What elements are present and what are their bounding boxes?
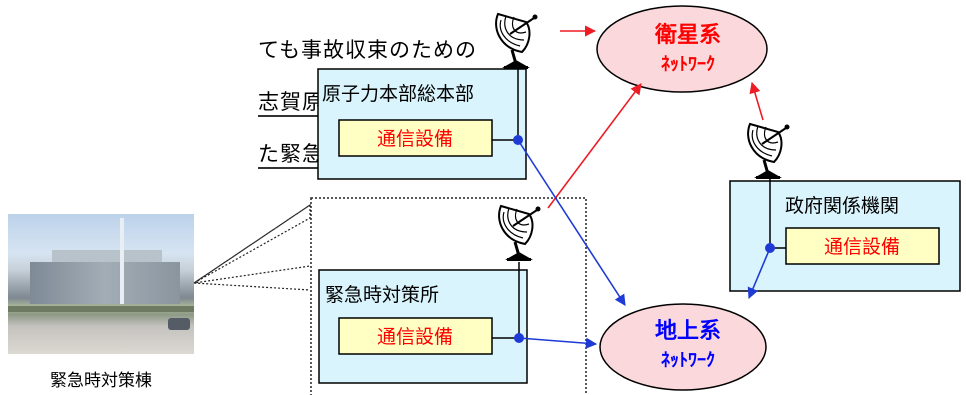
photo-hedge [8, 306, 194, 312]
photo-pole [120, 218, 124, 304]
hq-title: 原子力本部総本部 [322, 83, 474, 105]
emergency-building-photo [8, 214, 194, 354]
satellite-network-label-2: ﾈｯﾄﾜｰｸ [661, 54, 715, 75]
terrestrial-network-label-1: 地上系 [655, 319, 721, 344]
emergency-callout-frame [310, 197, 587, 395]
emergency-to-satellite-link [547, 83, 642, 209]
emergency-to-terrestrial-link [518, 337, 598, 349]
hq-equipment-box [338, 119, 493, 157]
government-equipment-label: 通信設備 [824, 236, 900, 258]
government-equipment-box [785, 227, 940, 265]
hq-to-terrestrial-link [517, 139, 626, 306]
body-text-line-1: ても事故収束のための [258, 38, 477, 62]
satellite-dish-icon [497, 204, 542, 263]
satellite-dish-icon [494, 12, 539, 71]
callout-wedge-lines [192, 204, 311, 291]
photo-building [30, 262, 180, 304]
government-to-satellite-link [749, 81, 764, 121]
emergency-equipment-box [338, 317, 493, 355]
emergency-equipment-label: 通信設備 [377, 326, 453, 348]
photo-caption: 緊急時対策棟 [50, 371, 152, 391]
government-to-terrestrial-link [747, 247, 771, 300]
satellite-network-ellipse [596, 5, 768, 93]
terrestrial-network-ellipse [599, 303, 767, 391]
satellite-network-label-1: 衛星系 [654, 22, 721, 48]
emergency-center-title: 緊急時対策所 [325, 284, 439, 306]
terrestrial-network-label-2: ﾈｯﾄﾜｰｸ [661, 350, 715, 371]
satellite-dish-icon [746, 122, 791, 181]
hq-equipment-label: 通信設備 [377, 128, 453, 150]
photo-building-roof [52, 250, 162, 264]
photo-car [168, 318, 190, 330]
government-title: 政府関係機関 [785, 195, 899, 217]
